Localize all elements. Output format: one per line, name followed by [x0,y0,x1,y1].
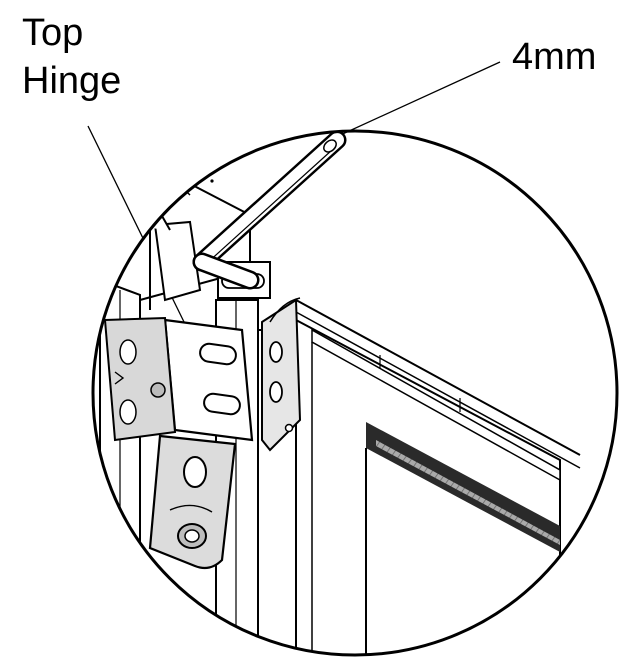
magnified-detail [93,131,581,655]
hinge-side-bracket [103,316,177,442]
top-hinge-label-line2: Hinge [22,60,122,102]
hinge-lower-tongue [148,434,237,570]
wrench-size-leader-line [335,61,501,138]
hex-key-icon [192,131,347,290]
magnifier-circle [91,129,619,657]
hinge-main-plate [163,318,254,442]
top-hinge-label-line1: Top [22,12,84,54]
hinge-top-plate [153,220,202,302]
hinge-door-flange [261,298,302,452]
door-front-frame [295,318,561,655]
door-window-gasket [366,422,560,552]
wrench-size-label: 4mm [512,36,597,78]
